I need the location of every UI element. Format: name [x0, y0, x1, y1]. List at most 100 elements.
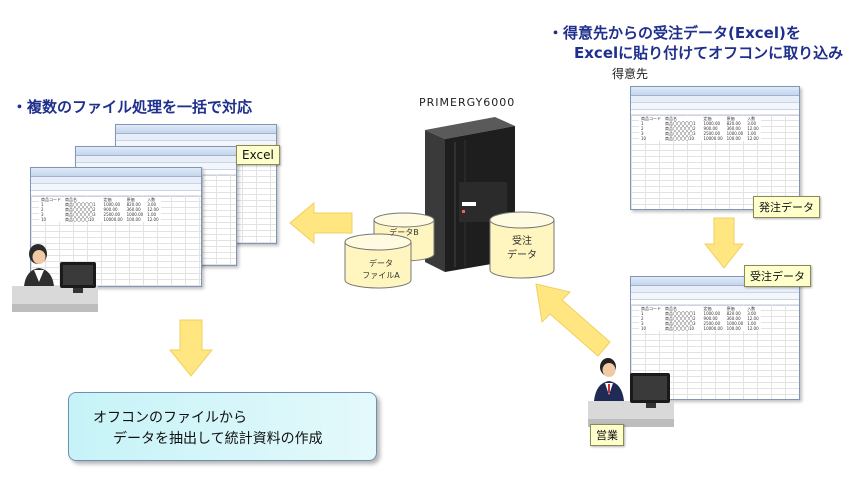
table-row: 10 商品〇〇〇〇10 10000.00 100.00 12.00: [639, 136, 761, 141]
sheet-cell: 1: [41, 202, 44, 207]
sheet-header-cell: 原価: [726, 306, 735, 311]
arrow-icon: [168, 319, 214, 377]
right-heading-line1: ・得意先からの受注データ(Excel)を: [548, 24, 801, 42]
table-row: 2 商品〇〇〇〇〇2 900.00 360.00 12.00: [39, 207, 161, 212]
sheet-cell: 10: [41, 217, 47, 222]
table-row: 10 商品〇〇〇〇10 10000.00 100.00 12.00: [639, 326, 761, 331]
sheet-cell: 1000.00: [703, 311, 721, 316]
sheet-cell: 12.00: [147, 207, 159, 212]
sheet-header-cell: 定価: [703, 116, 712, 121]
sheet-cell: 10000.00: [703, 326, 723, 331]
arrow-icon: [535, 283, 611, 357]
sheet-cell: 1000.00: [103, 202, 121, 207]
sheet-cell: 1.00: [747, 131, 757, 136]
sheet-cell: 1000.00: [126, 212, 144, 217]
sheet-cell: 100.00: [726, 326, 741, 331]
table-row: 2 商品〇〇〇〇〇2 900.00 360.00 12.00: [639, 126, 761, 131]
sheet-cell: 商品〇〇〇〇〇2: [665, 126, 696, 131]
sheet-cell: 2: [641, 126, 644, 131]
excel-window-front: 商品コード 商品名 定価 原価 入数 1 商品〇〇〇〇〇1 1000.00 82…: [30, 167, 202, 287]
table-row: 1 商品〇〇〇〇〇1 1000.00 820.00 3.00: [639, 311, 761, 316]
sheet-cell: 820.00: [126, 202, 141, 207]
table-row: 2 商品〇〇〇〇〇2 900.00 360.00 12.00: [639, 316, 761, 321]
sheet-table: 商品コード 商品名 定価 原価 入数 1 商品〇〇〇〇〇1 1000.00 82…: [39, 197, 161, 222]
sheet-cell: 商品〇〇〇〇〇1: [65, 202, 96, 207]
sheet-cell: 1: [641, 121, 644, 126]
sheet-cell: 1: [641, 311, 644, 316]
cylinder-label-file-a-line1: データ: [369, 259, 393, 268]
sheet-cell: 商品〇〇〇〇〇1: [665, 121, 696, 126]
person-at-computer-icon: [12, 244, 98, 312]
sheet-cell: 商品〇〇〇〇〇1: [665, 311, 696, 316]
sheet-header-cell: 入数: [147, 197, 156, 202]
right-heading-line2: Excelに貼り付けてオフコンに取り込み: [574, 44, 844, 62]
sheet-cell: 3: [641, 321, 644, 326]
result-line1: オフコンのファイルから: [93, 410, 247, 426]
sheet-cell: 2500.00: [703, 321, 721, 326]
received-data-tag: 受注データ: [744, 265, 811, 287]
table-row: 3 商品〇〇〇〇〇3 2500.00 1000.00 1.00: [39, 212, 161, 217]
sheet-cell: 1.00: [147, 212, 157, 217]
sheet-cell: 2: [641, 316, 644, 321]
sheet-header-row: 商品コード 商品名 定価 原価 入数: [639, 116, 761, 121]
sheet-header-cell: 原価: [726, 116, 735, 121]
sheet-header-cell: 商品名: [665, 306, 677, 311]
sheet-cell: 2: [41, 207, 44, 212]
sheet-cell: 900.00: [703, 126, 718, 131]
sheet-header-cell: 商品コード: [641, 306, 661, 311]
sheet-cell: 10: [641, 136, 647, 141]
sheet-cell: 10: [641, 326, 647, 331]
sheet-cell: 10000.00: [103, 217, 123, 222]
sheet-cell: 3: [41, 212, 44, 217]
sheet-cell: 商品〇〇〇〇〇3: [665, 131, 696, 136]
sheet-cell: 商品〇〇〇〇〇3: [65, 212, 96, 217]
sheet-cell: 3.00: [147, 202, 157, 207]
excel-window-customer: 商品コード 商品名 定価 原価 入数 1 商品〇〇〇〇〇1 1000.00 82…: [630, 86, 800, 210]
sheet-cell: 1000.00: [726, 321, 744, 326]
sales-tag: 営業: [590, 424, 624, 446]
cylinder-label-data-b: データB: [389, 228, 419, 237]
sheet-header-cell: 入数: [747, 116, 756, 121]
sheet-header-row: 商品コード 商品名 定価 原価 入数: [639, 306, 761, 311]
sheet-header-row: 商品コード 商品名 定価 原価 入数: [39, 197, 161, 202]
sheet-cell: 360.00: [726, 126, 741, 131]
person-at-computer-icon: [588, 358, 674, 427]
sheet-cell: 100.00: [726, 136, 741, 141]
customer-label: 得意先: [612, 67, 649, 81]
sheet-cell: 100.00: [126, 217, 141, 222]
cylinder-label-order-line2: データ: [507, 250, 537, 261]
sheet-header-cell: 商品コード: [641, 116, 661, 121]
sheet-cell: 1.00: [747, 321, 757, 326]
excel-tag: Excel: [236, 145, 280, 165]
sheet-cell: 商品〇〇〇〇10: [665, 136, 695, 141]
order-data-tag: 発注データ: [753, 196, 820, 218]
sheet-table-received: 商品コード 商品名 定価 原価 入数 1 商品〇〇〇〇〇1 1000.00 82…: [639, 306, 761, 331]
sheet-cell: 商品〇〇〇〇〇2: [665, 316, 696, 321]
sheet-cell: 商品〇〇〇〇〇3: [665, 321, 696, 326]
left-heading: ・複数のファイル処理を一括で対応: [12, 98, 253, 116]
sheet-cell: 商品〇〇〇〇〇2: [65, 207, 96, 212]
sheet-cell: 1000.00: [726, 131, 744, 136]
sheet-header-cell: 定価: [703, 306, 712, 311]
table-row: 10 商品〇〇〇〇10 10000.00 100.00 12.00: [39, 217, 161, 222]
sheet-cell: 1000.00: [703, 121, 721, 126]
table-row: 1 商品〇〇〇〇〇1 1000.00 820.00 3.00: [639, 121, 761, 126]
sheet-cell: 3: [641, 131, 644, 136]
sheet-cell: 2500.00: [703, 131, 721, 136]
sheet-table-customer: 商品コード 商品名 定価 原価 入数 1 商品〇〇〇〇〇1 1000.00 82…: [639, 116, 761, 141]
sheet-cell: 2500.00: [103, 212, 121, 217]
table-row: 3 商品〇〇〇〇〇3 2500.00 1000.00 1.00: [639, 321, 761, 326]
sheet-cell: 商品〇〇〇〇10: [665, 326, 695, 331]
sheet-cell: 900.00: [103, 207, 118, 212]
sheet-header-cell: 商品名: [665, 116, 677, 121]
server-label: PRIMERGY6000: [419, 96, 516, 109]
table-row: 3 商品〇〇〇〇〇3 2500.00 1000.00 1.00: [639, 131, 761, 136]
sheet-header-cell: 商品名: [65, 197, 77, 202]
sheet-cell: 900.00: [703, 316, 718, 321]
sheet-cell: 12.00: [147, 217, 159, 222]
cylinder-label-file-a-line2: ファイルA: [362, 271, 400, 280]
sheet-header-cell: 定価: [103, 197, 112, 202]
sheet-cell: 12.00: [747, 136, 759, 141]
sheet-cell: 12.00: [747, 126, 759, 131]
sheet-cell: 10000.00: [703, 136, 723, 141]
